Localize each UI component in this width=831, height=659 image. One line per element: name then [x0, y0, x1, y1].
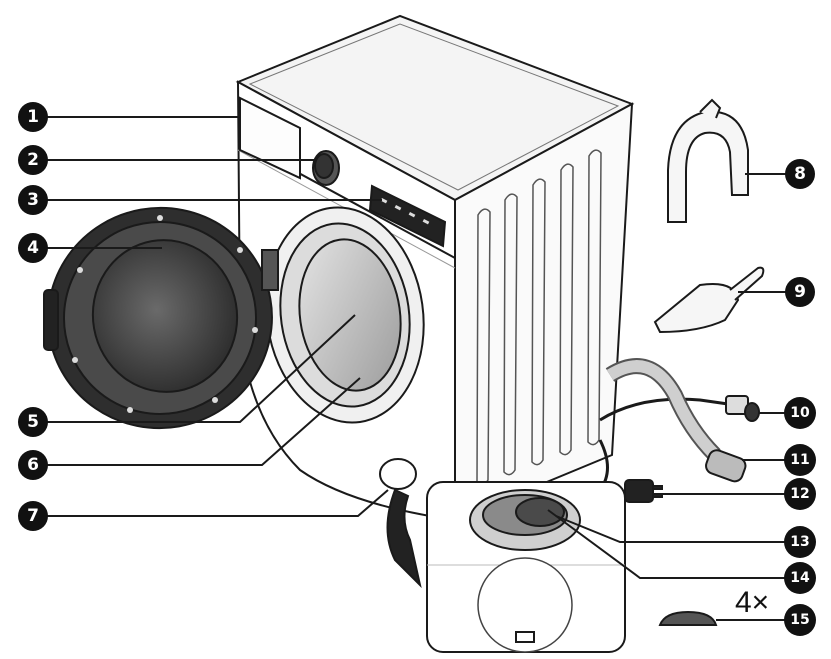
callout-3: 3 [18, 185, 48, 215]
svg-text:6: 6 [27, 455, 39, 475]
callout-13: 13 [784, 526, 816, 558]
door-handle [44, 290, 58, 350]
callout-2: 2 [18, 145, 48, 175]
svg-text:10: 10 [790, 405, 810, 421]
callout-4: 4 [18, 233, 48, 263]
washing-machine [238, 16, 632, 520]
door-hinge [262, 250, 278, 290]
callout-8: 8 [785, 159, 815, 189]
svg-text:5: 5 [27, 412, 39, 432]
callout-14: 14 [784, 562, 816, 594]
svg-text:13: 13 [790, 534, 809, 550]
hose-bend-bracket [668, 100, 748, 222]
transport-caps [660, 612, 716, 625]
svg-text:7: 7 [27, 506, 39, 526]
svg-text:11: 11 [790, 452, 809, 468]
callout-10: 10 [784, 397, 816, 429]
svg-text:2: 2 [27, 150, 39, 170]
callout-12: 12 [784, 478, 816, 510]
callout-6: 6 [18, 450, 48, 480]
callout-7: 7 [18, 501, 48, 531]
drain-filter [516, 498, 564, 526]
callout-11: 11 [784, 444, 816, 476]
drain-hose [610, 366, 748, 483]
callout-1: 1 [18, 102, 48, 132]
svg-text:9: 9 [794, 282, 806, 302]
svg-text:4: 4 [27, 238, 39, 258]
callout-5: 5 [18, 407, 48, 437]
svg-text:3: 3 [27, 190, 39, 210]
svg-text:14: 14 [790, 570, 810, 586]
svg-text:12: 12 [790, 486, 809, 502]
quantity-label: 4× [735, 586, 769, 619]
svg-text:1: 1 [27, 107, 39, 127]
callout-15: 15 [784, 604, 816, 636]
measuring-scoop [655, 268, 763, 332]
filter-cover [380, 459, 416, 489]
callout-9: 9 [785, 277, 815, 307]
svg-text:8: 8 [794, 164, 806, 184]
svg-text:15: 15 [790, 612, 809, 628]
